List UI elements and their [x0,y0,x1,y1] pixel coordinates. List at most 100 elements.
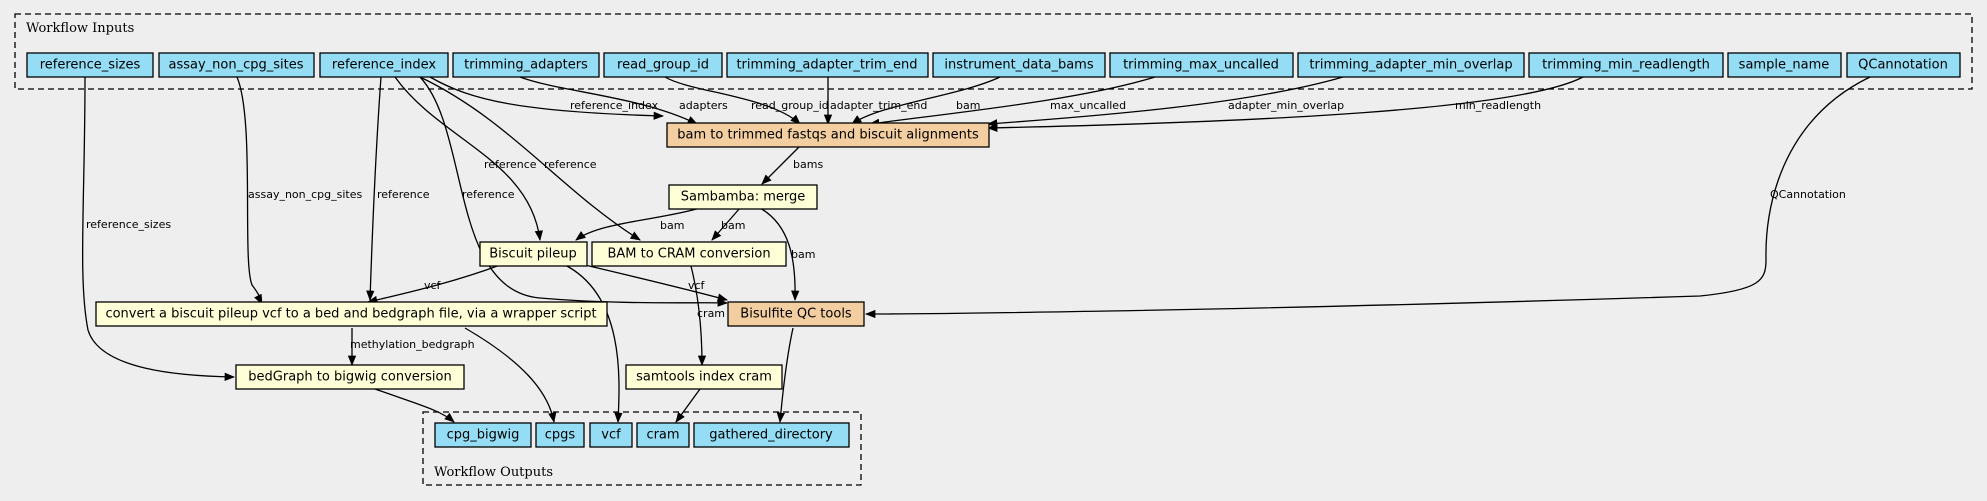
edge-cram-to-index [689,261,707,367]
edge-label-bam-in: bam [956,99,980,112]
edge-qc-to-gathered [776,327,794,424]
node-pileup-label: Biscuit pileup [489,247,577,262]
edge-trimming-adapters-to-bam-to-trimmed [519,76,698,125]
edge-label-methylation-bedgraph: methylation_bedgraph [350,338,475,351]
edge-label-min-readlength: min_readlength [1455,99,1541,112]
edge-label-reference-bedgraph: reference [377,188,430,201]
edge-pileup-to-vcf [564,264,623,424]
node-reference-sizes-label: reference_sizes [40,58,141,73]
node-pileup[interactable]: Biscuit pileup [479,241,588,267]
edge-label-reference-pileup: reference [484,158,537,171]
edge-label-vcf-bedgraph: vcf [424,279,442,292]
edge-label-reference-index: reference_index [570,99,659,112]
node-assay-non-cpg-sites-label: assay_non_cpg_sites [168,58,303,73]
node-trimming-max-uncalled-label: trimming_max_uncalled [1123,58,1279,73]
edge-reference-index-to-cram [419,76,641,241]
workflow-inputs-label: Workflow Inputs [26,21,134,36]
node-trimming-adapter-min-overlap[interactable]: trimming_adapter_min_overlap [1297,52,1525,78]
edge-label-max-uncalled: max_uncalled [1050,99,1126,112]
edge-label-adapter-trim-end: adapter_trim_end [830,99,927,112]
node-bam-to-trimmed[interactable]: bam to trimmed fastqs and biscuit alignm… [666,122,990,148]
node-trimming-adapters[interactable]: trimming_adapters [452,52,600,78]
edge-merge-to-cram [711,207,741,241]
edge-bedgraph-to-cpgs [464,327,557,424]
edge-merge-to-qc [759,207,800,302]
edge-label-bam-cram: bam [721,219,745,232]
edge-reference-index-to-bam-to-trimmed [429,76,665,120]
output-nodes: cpg_bigwig cpgs vcf cram gathered_direct… [434,422,850,448]
node-bigwig-label: bedGraph to bigwig conversion [248,370,451,385]
node-trimming-min-readlength[interactable]: trimming_min_readlength [1528,52,1724,78]
node-cram-label: cram [646,428,679,443]
node-qc-label: Bisulfite QC tools [740,307,852,322]
edge-label-adapters: adapters [679,99,728,112]
edge-merge-to-pileup [575,207,701,241]
node-qc[interactable]: Bisulfite QC tools [727,301,865,327]
workflow-outputs-label: Workflow Outputs [434,465,553,480]
node-gathered-directory-label: gathered_directory [709,428,833,443]
edge-label-reference-qc: reference [462,188,515,201]
edge-label-cram-index: cram [697,307,725,320]
node-qcannotation[interactable]: QCannotation [1846,52,1961,78]
node-merge-label: Sambamba: merge [681,190,806,205]
edge-min-readlength-to-bam-to-trimmed [986,76,1584,132]
node-index-cram[interactable]: samtools index cram [625,364,783,390]
edge-bam-to-trimmed-to-merge [761,145,801,185]
edge-label-vcf-qc: vcf [688,279,706,292]
edge-reference-sizes-to-bigwig [81,76,236,381]
edge-qcannotation-to-qc [864,76,1871,319]
node-cpg-bigwig-label: cpg_bigwig [447,428,520,443]
node-bam-to-trimmed-label: bam to trimmed fastqs and biscuit alignm… [677,128,979,143]
node-trimming-adapter-min-overlap-label: trimming_adapter_min_overlap [1309,58,1512,73]
node-read-group-id[interactable]: read_group_id [603,52,723,78]
edge-reference-index-to-pileup [394,76,543,242]
edge-label-bams: bams [793,158,823,171]
node-reference-index-label: reference_index [332,58,436,73]
node-cram[interactable]: cram [636,422,690,448]
edge-read-group-id-to-bam-to-trimmed [664,76,801,125]
node-cram-conv[interactable]: BAM to CRAM conversion [591,241,787,267]
node-instrument-data-bams[interactable]: instrument_data_bams [932,52,1106,78]
node-bedgraph-label: convert a biscuit pileup vcf to a bed an… [105,307,596,322]
input-nodes: reference_sizes assay_non_cpg_sites refe… [26,52,1961,78]
node-trimming-adapters-label: trimming_adapters [464,58,588,73]
node-sample-name-label: sample_name [1739,58,1830,73]
node-bigwig[interactable]: bedGraph to bigwig conversion [235,364,465,390]
edge-label-adapter-min-overlap: adapter_min_overlap [1228,99,1344,112]
edge-label-bam-pileup: bam [660,219,684,232]
node-trimming-adapter-trim-end[interactable]: trimming_adapter_trim_end [726,52,929,78]
node-cpg-bigwig[interactable]: cpg_bigwig [434,422,532,448]
edge-label-assay-non-cpg-sites: assay_non_cpg_sites [248,188,363,201]
edge-instrument-data-bams-to-bam-to-trimmed [851,76,1001,125]
edge-label-reference-cram: reference [544,158,597,171]
node-trimming-min-readlength-label: trimming_min_readlength [1542,58,1710,73]
node-reference-sizes[interactable]: reference_sizes [26,52,154,78]
node-vcf-label: vcf [601,428,621,443]
edge-label-bam-qc: bam [791,248,815,261]
node-gathered-directory[interactable]: gathered_directory [693,422,850,448]
edge-labels: reference_sizes assay_non_cpg_sites refe… [86,99,1846,351]
edge-reference-index-to-bedgraph [366,76,382,302]
workflow-inputs-cluster: Workflow Inputs [14,13,1973,90]
edge-label-qcannotation: QCannotation [1770,188,1846,201]
node-reference-index[interactable]: reference_index [319,52,449,78]
node-sample-name[interactable]: sample_name [1727,52,1842,78]
node-merge[interactable]: Sambamba: merge [668,184,818,210]
node-bedgraph[interactable]: convert a biscuit pileup vcf to a bed an… [95,301,608,327]
edge-label-read-group-id: read_group_id [751,99,829,112]
node-cram-conv-label: BAM to CRAM conversion [607,247,770,262]
step-nodes: bam to trimmed fastqs and biscuit alignm… [95,122,990,390]
node-cpgs[interactable]: cpgs [535,422,585,448]
edge-max-uncalled-to-bam-to-trimmed [868,76,1156,127]
node-trimming-max-uncalled[interactable]: trimming_max_uncalled [1109,52,1294,78]
node-instrument-data-bams-label: instrument_data_bams [944,58,1093,73]
edge-pileup-to-qc [584,264,729,302]
node-assay-non-cpg-sites[interactable]: assay_non_cpg_sites [158,52,315,78]
node-read-group-id-label: read_group_id [617,58,709,73]
node-index-cram-label: samtools index cram [636,370,772,385]
edge-index-to-cram-out [675,388,701,423]
edges [81,76,1871,424]
workflow-outputs-cluster: Workflow Outputs [422,411,862,486]
node-vcf[interactable]: vcf [589,422,633,448]
